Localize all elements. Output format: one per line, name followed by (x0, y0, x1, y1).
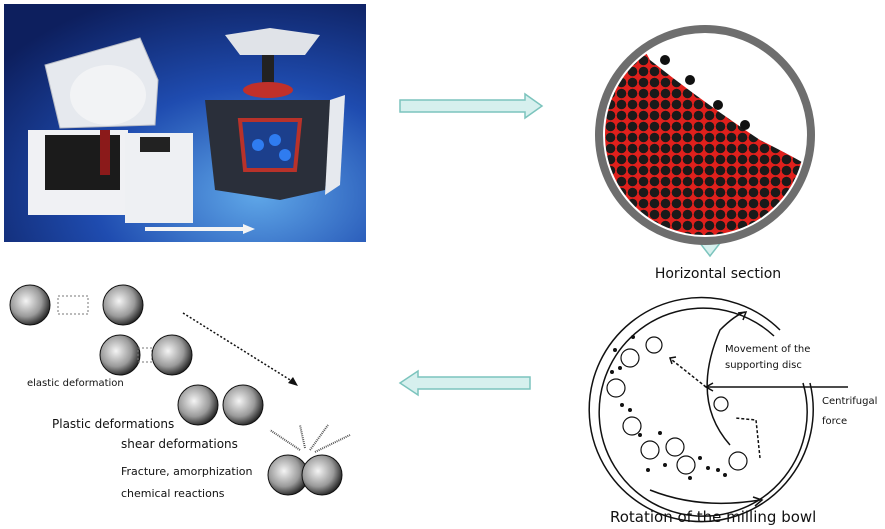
chemical-reactions-label: chemical reactions (121, 487, 225, 500)
bowl-rotation-arrow (649, 489, 761, 505)
shear-deformation-label: shear deformations (121, 437, 238, 451)
arrow-right (399, 92, 544, 120)
plastic-deformation-label: Plastic deformations (52, 417, 174, 431)
grinding-jar-cutaway-image (205, 28, 345, 200)
movement-label-line1: Movement of the (725, 344, 810, 355)
ball-trajectory-arrow (671, 359, 707, 388)
bowl-inner-wall (598, 307, 808, 517)
photo-arrow (145, 224, 255, 234)
movement-label-line2: supporting disc (725, 360, 802, 371)
elastic-deformation-label: elastic deformation (27, 378, 124, 389)
ball-collision-stages (9, 284, 351, 496)
mill-machine-image (28, 37, 193, 223)
horizontal-section-illustration (595, 25, 815, 245)
fracture-label: Fracture, amorphization (121, 465, 252, 478)
horizontal-section-label: Horizontal section (655, 266, 781, 282)
bowl-outer-wall (588, 296, 814, 523)
progression-arrow (182, 312, 296, 384)
powder-particles (610, 335, 727, 480)
grinding-balls (606, 336, 748, 475)
supporting-disc-arrow (706, 311, 746, 446)
arrow-left (398, 369, 531, 397)
centrifugal-label-line2: force (822, 416, 847, 427)
centrifugal-label-line1: Centrifugal (822, 396, 877, 407)
planetary-mill-photo (4, 4, 366, 242)
milling-bowl-diagram (588, 296, 848, 523)
rotation-label: Rotation of the milling bowl (610, 508, 816, 526)
